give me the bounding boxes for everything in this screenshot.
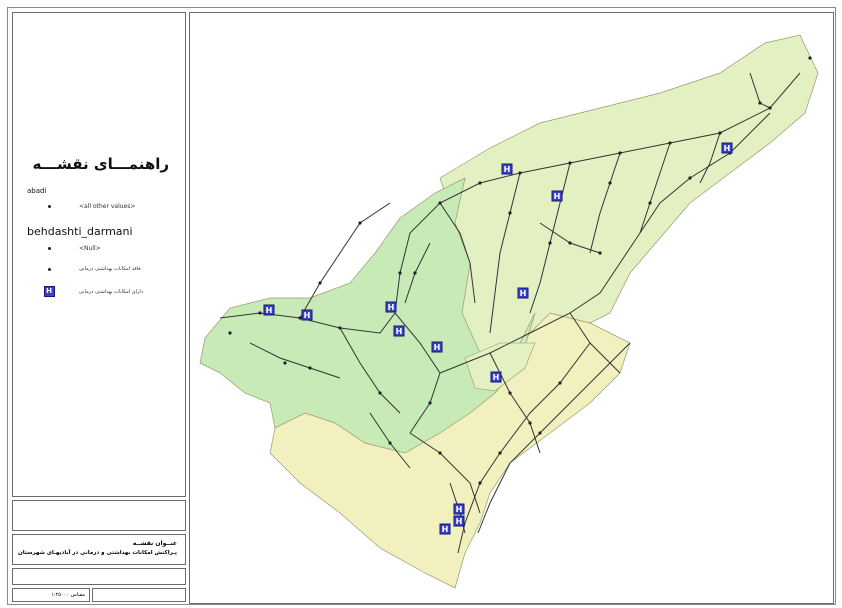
village-dot (498, 451, 502, 455)
svg-text:H: H (456, 517, 463, 526)
zone-green (199, 177, 536, 454)
health-facility-icon: H (263, 304, 275, 316)
svg-text:H: H (456, 505, 463, 514)
county-map: H H H H H H H H H H H H H (199, 34, 819, 589)
village-points (228, 56, 812, 515)
village-dot-icon (47, 205, 51, 208)
village-dot (378, 391, 382, 395)
village-dot (768, 106, 772, 110)
svg-text:H: H (554, 192, 561, 201)
village-dot (258, 311, 262, 315)
village-dot (438, 201, 442, 205)
village-dot (648, 201, 652, 205)
health-facility-markers: H H H H H H H H H H H H H (263, 142, 733, 535)
blank-info-box (12, 500, 186, 531)
health-facility-icon: H (301, 309, 313, 321)
village-dot (718, 131, 722, 135)
scale-text: مقیاس ۱:۲۵۰۰۰ (51, 592, 85, 598)
village-dot (518, 171, 522, 175)
village-dot-icon (47, 247, 51, 250)
health-facility-icon: H (393, 325, 405, 337)
zone-lightgreen (439, 34, 819, 364)
legend-field-behdashti: behdashti_darmani (27, 225, 133, 238)
village-dot (688, 176, 692, 180)
map-title-subtitle: پـراکنش امکانات بهداشتی و درمانی در آباد… (18, 550, 177, 556)
village-dot (608, 181, 612, 185)
village-dot (598, 251, 602, 255)
health-facility-icon: H (501, 163, 513, 175)
health-facility-icon: H (551, 190, 563, 202)
village-dot (338, 326, 342, 330)
legend-field-abadi: abadi (27, 187, 47, 195)
map-panel: H H H H H H H H H H H H H (189, 12, 834, 604)
village-dot (298, 316, 302, 320)
health-facility-icon: H (43, 286, 55, 297)
village-dot (388, 441, 392, 445)
health-facility-icon: H (385, 301, 397, 313)
village-dot (398, 271, 402, 275)
village-dot (568, 241, 572, 245)
svg-text:H: H (388, 303, 395, 312)
village-dot (358, 221, 362, 225)
village-dot (318, 281, 322, 285)
health-facility-icon: H (453, 503, 465, 515)
legend-item-null: <Null> (41, 245, 101, 252)
svg-text:H: H (493, 373, 500, 382)
village-dot (308, 366, 312, 370)
svg-text:H: H (504, 165, 511, 174)
village-dot (568, 161, 572, 165)
legend-title: راهنمـــای نقشـــه (32, 155, 169, 173)
health-facility-icon: H (453, 515, 465, 527)
village-dot (228, 331, 232, 335)
health-facility-icon: H (439, 523, 451, 535)
village-dot (548, 241, 552, 245)
village-dot (558, 381, 562, 385)
village-dot (438, 451, 442, 455)
legend-panel: راهنمـــای نقشـــه abadi <all other valu… (12, 12, 186, 497)
village-dot (528, 421, 532, 425)
blank-info-box-2 (12, 568, 186, 585)
village-dot (668, 141, 672, 145)
village-dot (508, 211, 512, 215)
svg-text:H: H (520, 289, 527, 298)
village-dot (478, 181, 482, 185)
svg-text:H: H (396, 327, 403, 336)
village-dot (428, 401, 432, 405)
village-dot (808, 56, 812, 60)
village-dot (538, 431, 542, 435)
svg-text:H: H (724, 144, 731, 153)
scale-box: مقیاس ۱:۲۵۰۰۰ (12, 588, 90, 602)
legend-item-no-facility: فاقد امکانات بهداشتی درمانی (41, 266, 141, 272)
svg-text:H: H (434, 343, 441, 352)
health-facility-icon: H (517, 287, 529, 299)
zone-lightgreen-inset (464, 342, 536, 392)
health-facility-icon: H (490, 371, 502, 383)
village-dot-icon (47, 267, 51, 271)
village-dot (283, 361, 287, 365)
svg-text:H: H (266, 306, 273, 315)
legend-item-all-other: <all other values> (41, 203, 135, 210)
map-title-box: عنــوان نقشــه پـراکنش امکانات بهداشتی و… (12, 534, 186, 565)
health-facility-icon: H (431, 341, 443, 353)
village-dot (413, 271, 417, 275)
legend-item-has-facility: H دارای امکانات بهداشتی درمانی (41, 286, 143, 297)
village-dot (618, 151, 622, 155)
village-dot (508, 391, 512, 395)
svg-text:H: H (442, 525, 449, 534)
health-facility-icon: H (721, 142, 733, 154)
village-dot (478, 481, 482, 485)
svg-text:H: H (304, 311, 311, 320)
date-box (92, 588, 186, 602)
map-title-heading: عنــوان نقشــه (132, 540, 177, 547)
village-dot (758, 101, 762, 105)
